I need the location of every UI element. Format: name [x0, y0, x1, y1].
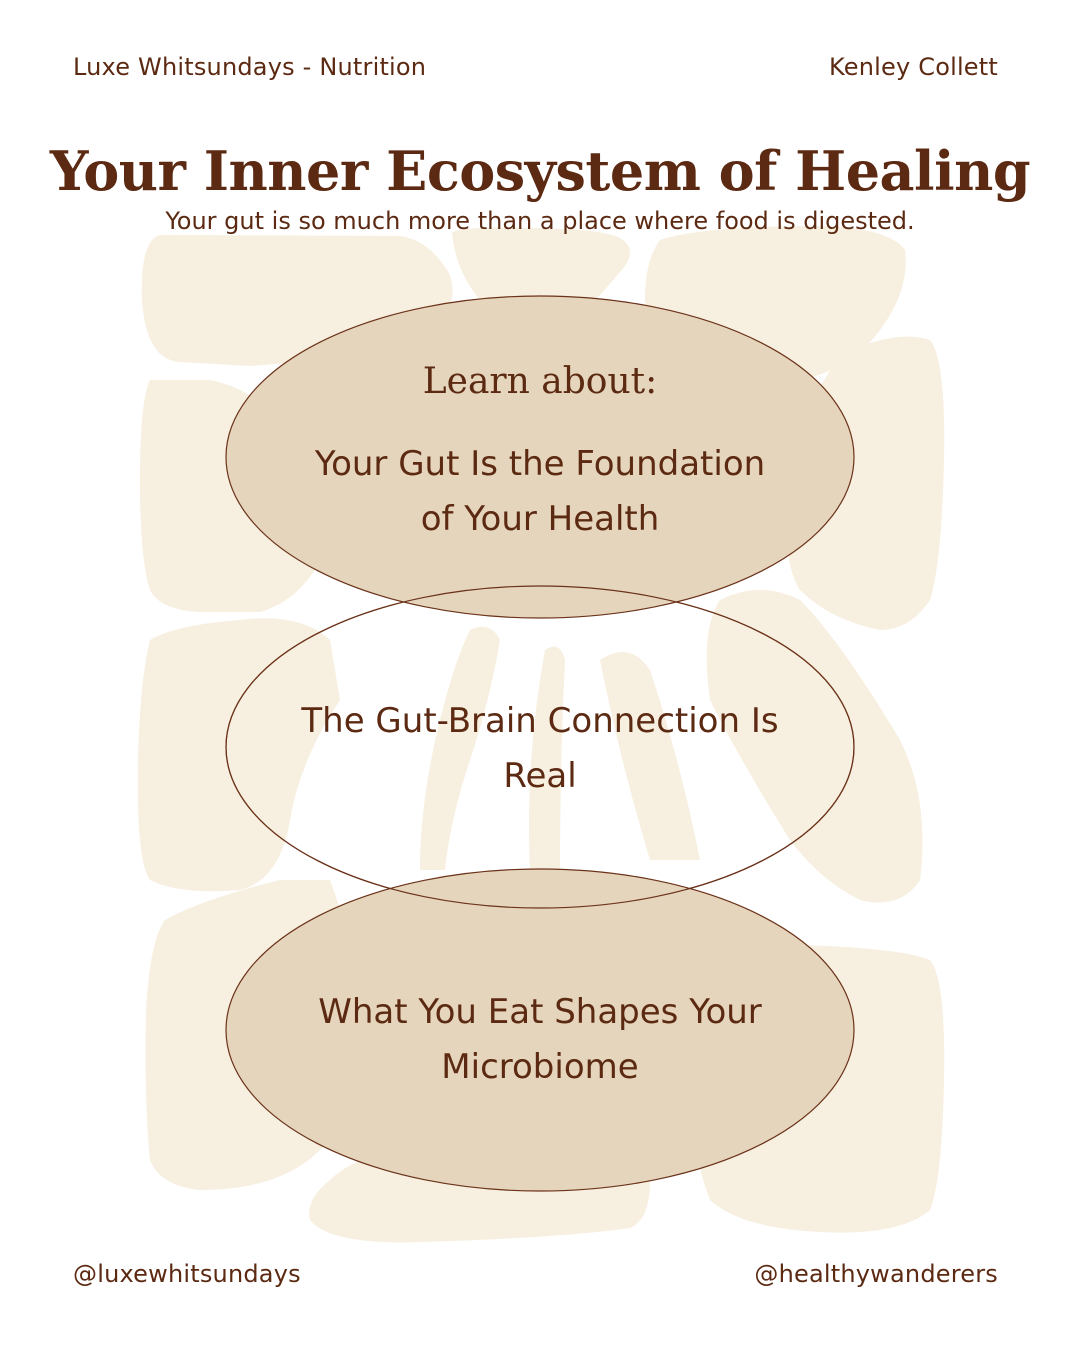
page-title: Your Inner Ecosystem of Healing — [49, 139, 1031, 203]
topic-3: What You Eat Shapes Your Microbiome — [226, 985, 854, 1095]
topic-2-line-1: The Gut-Brain Connection Is — [301, 701, 779, 741]
learn-about-heading: Learn about: — [422, 361, 658, 402]
brand-label: Luxe Whitsundays - Nutrition — [73, 53, 427, 81]
page-subtitle: Your gut is so much more than a place wh… — [165, 207, 915, 235]
topic-oval-1 — [225, 295, 855, 619]
topic-2-line-2: Real — [503, 756, 577, 796]
topic-1: Your Gut Is the Foundation of Your Healt… — [226, 437, 854, 547]
right-social-handle: @healthywanderers — [754, 1260, 998, 1288]
topic-oval-2-arc-bottom — [225, 746, 855, 909]
author-label: Kenley Collett — [829, 53, 998, 81]
left-social-handle: @luxewhitsundays — [73, 1260, 301, 1288]
topic-2: The Gut-Brain Connection Is Real — [226, 694, 854, 804]
topic-3-line-2: Microbiome — [441, 1047, 639, 1087]
topic-1-line-1: Your Gut Is the Foundation — [314, 444, 766, 484]
topic-oval-2-arc — [225, 585, 855, 748]
topic-3-line-1: What You Eat Shapes Your — [318, 992, 762, 1032]
topic-oval-3 — [225, 868, 855, 1192]
topic-1-line-2: of Your Health — [420, 499, 660, 539]
